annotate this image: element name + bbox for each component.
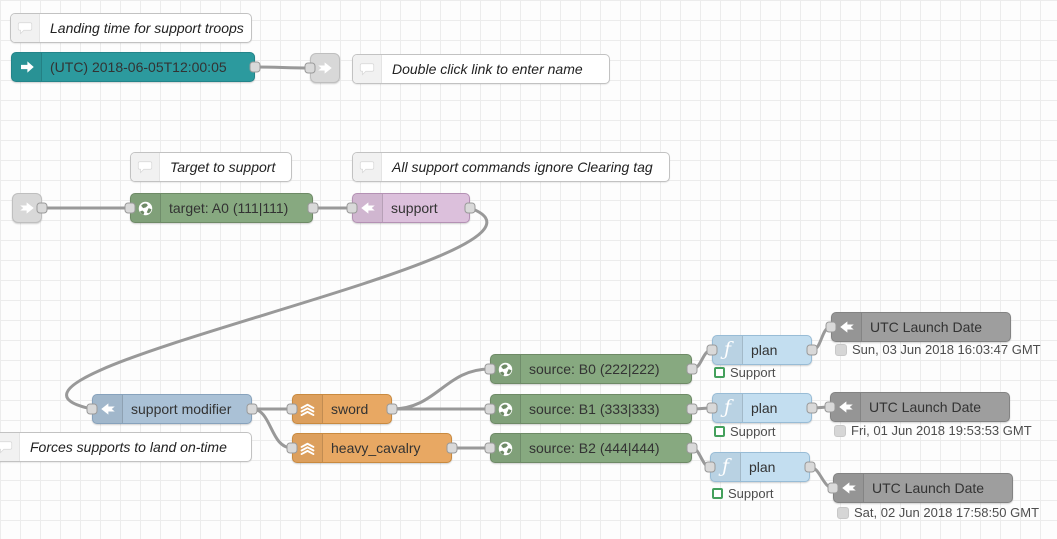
node-label: source: B1 (333|333) <box>529 401 660 417</box>
node-status: Support <box>712 486 774 501</box>
node-label: sword <box>331 401 369 417</box>
link-arrow-icon <box>316 59 334 77</box>
change-arrow-icon <box>93 395 123 423</box>
status-dot-icon <box>835 343 847 356</box>
wire[interactable] <box>690 406 714 411</box>
status-ok-icon <box>714 367 725 378</box>
comment-label: Forces supports to land on-time <box>30 439 227 455</box>
node-label: UTC Launch Date <box>870 319 983 335</box>
status-text: Support <box>730 365 776 380</box>
comment-target-to-support[interactable]: Target to support <box>130 152 292 182</box>
status-dot-icon <box>837 506 849 519</box>
status-ok-icon <box>712 488 723 499</box>
change-arrow-icon <box>831 393 861 421</box>
node-status: Support <box>714 365 776 380</box>
node-status: Sat, 02 Jun 2018 17:58:50 GMT <box>837 505 1039 520</box>
node-inject[interactable]: (UTC) 2018-06-05T12:00:05 <box>11 52 255 82</box>
change-arrow-icon <box>834 474 864 502</box>
node-link-in[interactable] <box>12 193 42 223</box>
inject-arrow-icon <box>12 53 42 81</box>
comment-label: Landing time for support troops <box>50 20 244 36</box>
node-label: plan <box>751 400 778 416</box>
comment-bubble-icon <box>353 153 382 181</box>
wire[interactable] <box>250 407 294 450</box>
node-label: source: B2 (444|444) <box>529 440 660 456</box>
node-plan-2[interactable]: ƒ plan <box>712 393 812 423</box>
change-arrow-icon <box>832 313 862 341</box>
node-utc-launch-date-2[interactable]: UTC Launch Date <box>830 392 1010 422</box>
wire[interactable] <box>253 65 312 70</box>
function-icon: ƒ <box>713 394 743 422</box>
function-icon: ƒ <box>713 336 743 364</box>
wire[interactable] <box>390 367 492 411</box>
globe-icon <box>491 434 521 462</box>
node-label: heavy_cavalry <box>331 440 421 456</box>
node-label: target: A0 (111|111) <box>169 200 289 216</box>
wire[interactable] <box>810 325 833 352</box>
node-link-out[interactable] <box>310 53 340 83</box>
status-text: Support <box>730 424 776 439</box>
status-text: Sun, 03 Jun 2018 16:03:47 GMT <box>852 342 1041 357</box>
globe-icon <box>131 194 161 222</box>
node-label: support modifier <box>131 401 232 417</box>
comment-all-support[interactable]: All support commands ignore Clearing tag <box>352 152 670 182</box>
comment-label: All support commands ignore Clearing tag <box>392 159 653 175</box>
node-label: support <box>391 200 438 216</box>
function-icon: ƒ <box>711 453 741 481</box>
chevrons-icon <box>293 434 323 462</box>
node-plan-1[interactable]: ƒ plan <box>712 335 812 365</box>
node-heavy-cavalry[interactable]: heavy_cavalry <box>292 433 452 463</box>
wire[interactable] <box>808 465 835 490</box>
node-status: Support <box>714 424 776 439</box>
comment-landing-time[interactable]: Landing time for support troops <box>10 13 252 43</box>
node-label: UTC Launch Date <box>869 399 982 415</box>
status-dot-icon <box>834 424 846 437</box>
status-text: Support <box>728 486 774 501</box>
status-text: Fri, 01 Jun 2018 19:53:53 GMT <box>851 423 1032 438</box>
comment-double-click[interactable]: Double click link to enter name <box>352 54 610 84</box>
node-source-b0[interactable]: source: B0 (222|222) <box>490 354 692 384</box>
comment-bubble-icon <box>353 55 382 83</box>
wire[interactable] <box>690 348 714 371</box>
status-text: Sat, 02 Jun 2018 17:58:50 GMT <box>854 505 1040 520</box>
comment-bubble-icon <box>0 433 20 461</box>
node-support-modifier[interactable]: support modifier <box>92 394 252 424</box>
chevrons-icon <box>293 395 323 423</box>
link-arrow-icon <box>18 199 36 217</box>
globe-icon <box>491 395 521 423</box>
node-plan-3[interactable]: ƒ plan <box>710 452 810 482</box>
comment-label: Double click link to enter name <box>392 61 583 77</box>
node-utc-launch-date-3[interactable]: UTC Launch Date <box>833 473 1013 503</box>
wire[interactable] <box>690 446 712 469</box>
node-label: source: B0 (222|222) <box>529 361 660 377</box>
node-label: (UTC) 2018-06-05T12:00:05 <box>50 59 227 75</box>
node-target[interactable]: target: A0 (111|111) <box>130 193 313 223</box>
node-label: plan <box>751 342 778 358</box>
node-source-b1[interactable]: source: B1 (333|333) <box>490 394 692 424</box>
node-utc-launch-date-1[interactable]: UTC Launch Date <box>831 312 1011 342</box>
node-source-b2[interactable]: source: B2 (444|444) <box>490 433 692 463</box>
node-sword[interactable]: sword <box>292 394 392 424</box>
comment-bubble-icon <box>11 14 40 42</box>
node-label: plan <box>749 459 776 475</box>
node-status: Fri, 01 Jun 2018 19:53:53 GMT <box>834 423 1032 438</box>
wire[interactable] <box>810 405 832 410</box>
node-status: Sun, 03 Jun 2018 16:03:47 GMT <box>835 342 1041 357</box>
node-label: UTC Launch Date <box>872 480 985 496</box>
wire[interactable] <box>65 206 489 411</box>
comment-label: Target to support <box>170 159 276 175</box>
globe-icon <box>491 355 521 383</box>
node-support[interactable]: support <box>352 193 470 223</box>
status-ok-icon <box>714 426 725 437</box>
change-arrow-icon <box>353 194 383 222</box>
comment-bubble-icon <box>131 153 160 181</box>
comment-forces-supports[interactable]: Forces supports to land on-time <box>0 432 252 462</box>
